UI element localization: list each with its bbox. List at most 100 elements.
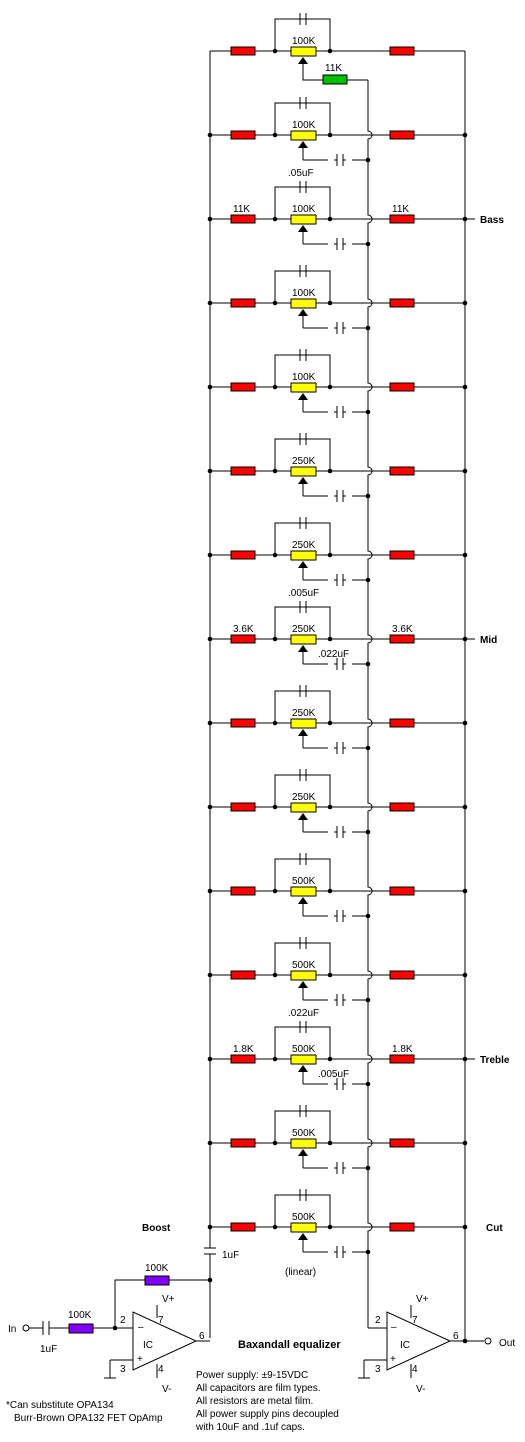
pot-value-label: 500K <box>292 960 316 971</box>
junction-dot <box>272 300 278 306</box>
junction-dot <box>207 636 213 642</box>
junction-dot <box>327 468 333 474</box>
pot-cap-loop <box>274 438 331 471</box>
left-resistor <box>230 46 256 56</box>
wiper-arrow <box>298 981 308 988</box>
band-label: Treble <box>480 1055 510 1066</box>
opamp-right-vminus: V- <box>416 1384 425 1395</box>
left-resistor <box>230 802 256 812</box>
potentiometer <box>290 886 317 897</box>
junction-dot <box>462 384 468 390</box>
pot-cap-loop <box>274 858 331 891</box>
junction-dot <box>462 720 468 726</box>
junction-dot <box>365 157 371 163</box>
pot-cap-loop <box>274 102 331 135</box>
top-11k-resistor <box>322 74 348 85</box>
junction-dot <box>365 325 371 331</box>
right-resistor <box>389 298 415 308</box>
wiper-arrow <box>298 729 308 736</box>
opamp-left-vminus: V- <box>162 1384 171 1395</box>
pot-value-label: 100K <box>292 36 316 47</box>
opamp-right-body <box>386 1311 452 1371</box>
pot-cap-loop <box>274 774 331 807</box>
pot-value-label: 100K <box>292 120 316 131</box>
junction-dot <box>207 720 213 726</box>
pot-value-label: 500K <box>292 1044 316 1055</box>
junction-dot <box>207 804 213 810</box>
potentiometer <box>290 550 317 561</box>
right-resistor <box>389 466 415 476</box>
left-resistor <box>230 718 256 728</box>
pot-value-label: 250K <box>292 456 316 467</box>
opamp-right-plus: + <box>390 1354 396 1365</box>
opamp-right-pin6: 6 <box>453 1331 459 1342</box>
wiper-arrow <box>298 309 308 316</box>
junction-dot <box>327 972 333 978</box>
junction-dot <box>272 804 278 810</box>
potentiometer <box>290 1138 317 1149</box>
input-cap-label: 1uF <box>40 1344 57 1355</box>
opamp-right-pin3: 3 <box>375 1364 381 1375</box>
wiper-arrow <box>298 645 308 652</box>
junction-dot <box>462 888 468 894</box>
potentiometer <box>290 718 317 729</box>
wires <box>29 13 484 1379</box>
wiper-arrow <box>298 393 308 400</box>
title: Baxandall equalizer <box>238 1339 341 1351</box>
junction-dot <box>327 132 333 138</box>
junction-dot <box>272 888 278 894</box>
wiper-arrow <box>298 477 308 484</box>
left-resistor-label: 11K <box>233 204 250 215</box>
cap-above-label: .05uF <box>288 168 314 179</box>
junction-dot <box>365 1249 371 1255</box>
pot-value-label: 500K <box>292 1128 316 1139</box>
right-resistor <box>389 46 415 56</box>
junction-dot <box>327 384 333 390</box>
opamp-left-plus: + <box>137 1354 143 1365</box>
wiper-arrow <box>298 561 308 568</box>
right-resistor <box>389 1054 415 1064</box>
cap-above-label: .005uF <box>288 588 319 599</box>
left-resistor <box>230 970 256 980</box>
coupling-cap-label: 1uF <box>222 1250 239 1261</box>
junction-dot <box>272 1140 278 1146</box>
junction-dot <box>462 132 468 138</box>
band-label: Mid <box>480 635 497 646</box>
junction-dot <box>462 972 468 978</box>
potentiometer <box>290 130 317 141</box>
pot-value-label: 250K <box>292 540 316 551</box>
opamp-left-pin7: 7 <box>158 1315 164 1326</box>
pot-cap-loop <box>274 1110 331 1143</box>
pot-cap-loop <box>274 1194 331 1227</box>
left-resistor <box>230 130 256 140</box>
note-line-3: All resistors are metal film. <box>196 1396 313 1407</box>
pot-value-label: 500K <box>292 1212 316 1223</box>
right-resistor <box>389 550 415 560</box>
junction-dot <box>207 1140 213 1146</box>
feedback-resistor-label: 100K <box>145 1263 169 1274</box>
junction-dot <box>207 1056 213 1062</box>
junction-dot <box>462 300 468 306</box>
junction-dot <box>462 468 468 474</box>
junction-dot <box>272 132 278 138</box>
junction-dot <box>207 552 213 558</box>
opamp-right-minus: – <box>391 1322 397 1333</box>
junction-dot <box>365 493 371 499</box>
right-resistor <box>389 382 415 392</box>
junction-dot <box>207 1277 213 1283</box>
left-resistor <box>230 1054 256 1064</box>
junction-dot <box>272 1056 278 1062</box>
junction-dot <box>327 300 333 306</box>
note-line-1: Power supply: ±9-15VDC <box>196 1370 308 1381</box>
left-resistor <box>230 1138 256 1148</box>
junction-dot <box>462 216 468 222</box>
potentiometer <box>290 970 317 981</box>
potentiometer <box>290 382 317 393</box>
pot-value-label: 100K <box>292 288 316 299</box>
junction-dot <box>327 804 333 810</box>
left-resistor <box>230 382 256 392</box>
right-resistor <box>389 214 415 224</box>
junction-dot <box>327 888 333 894</box>
right-resistor <box>389 802 415 812</box>
